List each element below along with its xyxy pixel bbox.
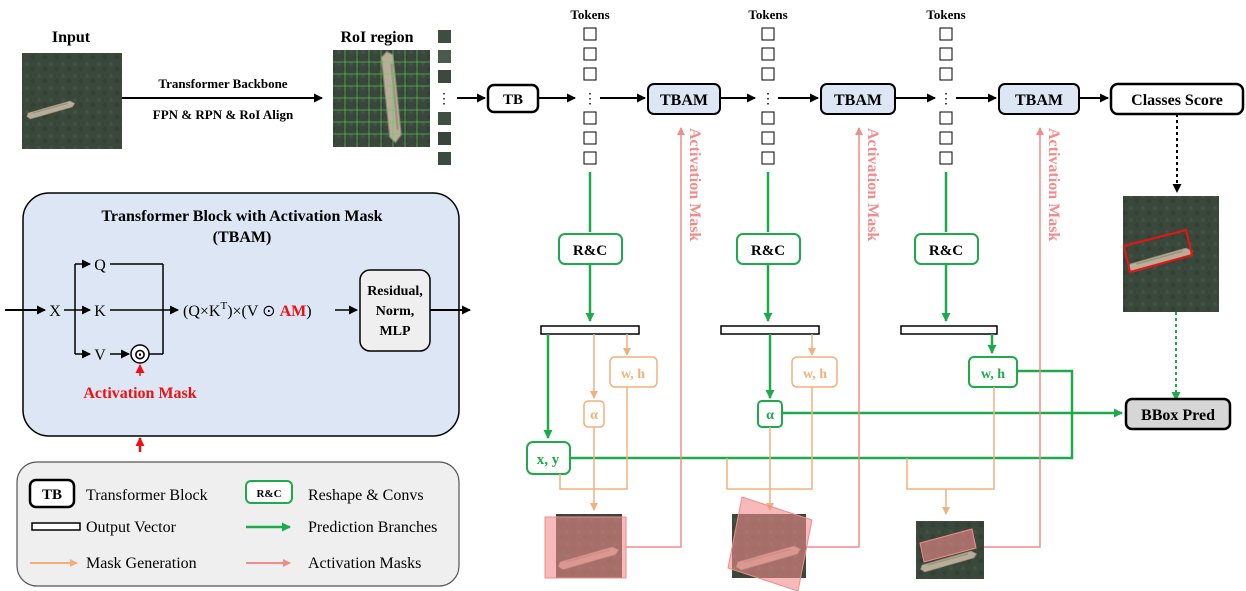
output-vector-1 bbox=[540, 325, 640, 335]
bbox-pred-label: BBox Pred bbox=[1141, 407, 1215, 424]
wh-label-3: w, h bbox=[981, 367, 1005, 382]
legend-mask-generation: Mask Generation bbox=[86, 555, 197, 572]
prediction-image bbox=[1122, 196, 1219, 312]
legend-rc-text: Reshape & Convs bbox=[308, 487, 424, 504]
wh-label-2: w, h bbox=[803, 367, 827, 382]
roi-patches: ⋮ bbox=[437, 30, 451, 165]
bbox-pred-box bbox=[1124, 397, 1232, 431]
svg-text:⋮: ⋮ bbox=[583, 92, 597, 107]
alpha-label-1: α bbox=[590, 408, 598, 423]
mask-image-2 bbox=[727, 496, 813, 591]
svg-text:⋮: ⋮ bbox=[761, 92, 775, 107]
output-vector-2 bbox=[720, 325, 820, 335]
legend-output-vector-key bbox=[31, 522, 81, 531]
backbone-line2: FPN & RPN & RoI Align bbox=[153, 107, 294, 122]
hadamard-symbol: ⊙ bbox=[134, 348, 146, 363]
mask-image-3 bbox=[916, 521, 984, 579]
tbam-title-line1: Transformer Block with Activation Mask bbox=[101, 208, 382, 225]
mask-image-1 bbox=[544, 514, 627, 579]
roi-image bbox=[333, 49, 430, 147]
activation-mask-label-1: Activation Mask bbox=[686, 128, 703, 241]
rc-label-3: R&C bbox=[929, 243, 963, 259]
tbam-activation-mask: Activation Mask bbox=[83, 385, 196, 402]
legend-prediction-branches: Prediction Branches bbox=[308, 519, 437, 536]
tbam-k: K bbox=[94, 303, 106, 320]
classes-score-label: Classes Score bbox=[1131, 92, 1223, 109]
legend-activation-masks: Activation Masks bbox=[308, 555, 421, 572]
legend-output-vector: Output Vector bbox=[86, 519, 177, 536]
svg-text:⋮: ⋮ bbox=[939, 92, 953, 107]
residual-line2: Norm, bbox=[376, 304, 415, 319]
residual-line1: Residual, bbox=[367, 284, 423, 299]
activation-mask-label-2: Activation Mask bbox=[864, 128, 881, 241]
wh-box-1 bbox=[609, 356, 658, 388]
tbam-label-2: TBAM bbox=[834, 92, 882, 109]
tb-label: TB bbox=[503, 92, 523, 108]
tbam-formula: (Q×KT)×(V ⊙ AM) bbox=[183, 300, 312, 320]
tbam-q: Q bbox=[94, 257, 106, 274]
input-label: Input bbox=[52, 29, 91, 46]
legend-rc-key-text: R&C bbox=[256, 488, 281, 500]
input-image bbox=[22, 53, 122, 149]
wh-box-2 bbox=[791, 356, 838, 388]
rc-label-2: R&C bbox=[751, 243, 785, 259]
residual-line3: MLP bbox=[379, 324, 411, 339]
tbam-panel bbox=[22, 192, 460, 437]
token-column-3: Tokens ⋮ bbox=[926, 7, 966, 165]
legend-tb-key bbox=[28, 478, 76, 509]
token-column-1: Tokens ⋮ bbox=[570, 7, 610, 165]
activation-mask-label-3: Activation Mask bbox=[1045, 128, 1062, 241]
tbam-x: X bbox=[49, 303, 61, 320]
tokens-label-2: Tokens bbox=[748, 7, 787, 22]
tbam-label-1: TBAM bbox=[660, 92, 708, 109]
tokens-label-3: Tokens bbox=[926, 7, 965, 22]
tbam-label-3: TBAM bbox=[1015, 92, 1063, 109]
tbam-v: V bbox=[94, 347, 106, 364]
legend-rc-key bbox=[245, 480, 293, 504]
patch-ellipsis: ⋮ bbox=[437, 92, 451, 107]
tokens-label-1: Tokens bbox=[570, 7, 609, 22]
legend-panel bbox=[16, 461, 460, 587]
tbam-title-line2: (TBAM) bbox=[213, 229, 272, 246]
xy-to-bbox-line bbox=[570, 369, 1074, 460]
wh-label-1: w, h bbox=[621, 367, 645, 382]
backbone-line1: Transformer Backbone bbox=[158, 76, 287, 91]
xy-label: x, y bbox=[537, 452, 560, 468]
legend-tb-text: Transformer Block bbox=[86, 487, 208, 504]
roi-label: RoI region bbox=[340, 29, 413, 46]
rc-label-1: R&C bbox=[573, 243, 607, 259]
token-column-2: Tokens ⋮ bbox=[748, 7, 788, 165]
legend-tb-key-text: TB bbox=[42, 487, 62, 503]
output-vector-3 bbox=[900, 325, 998, 335]
alpha-label-2: α bbox=[766, 408, 774, 423]
